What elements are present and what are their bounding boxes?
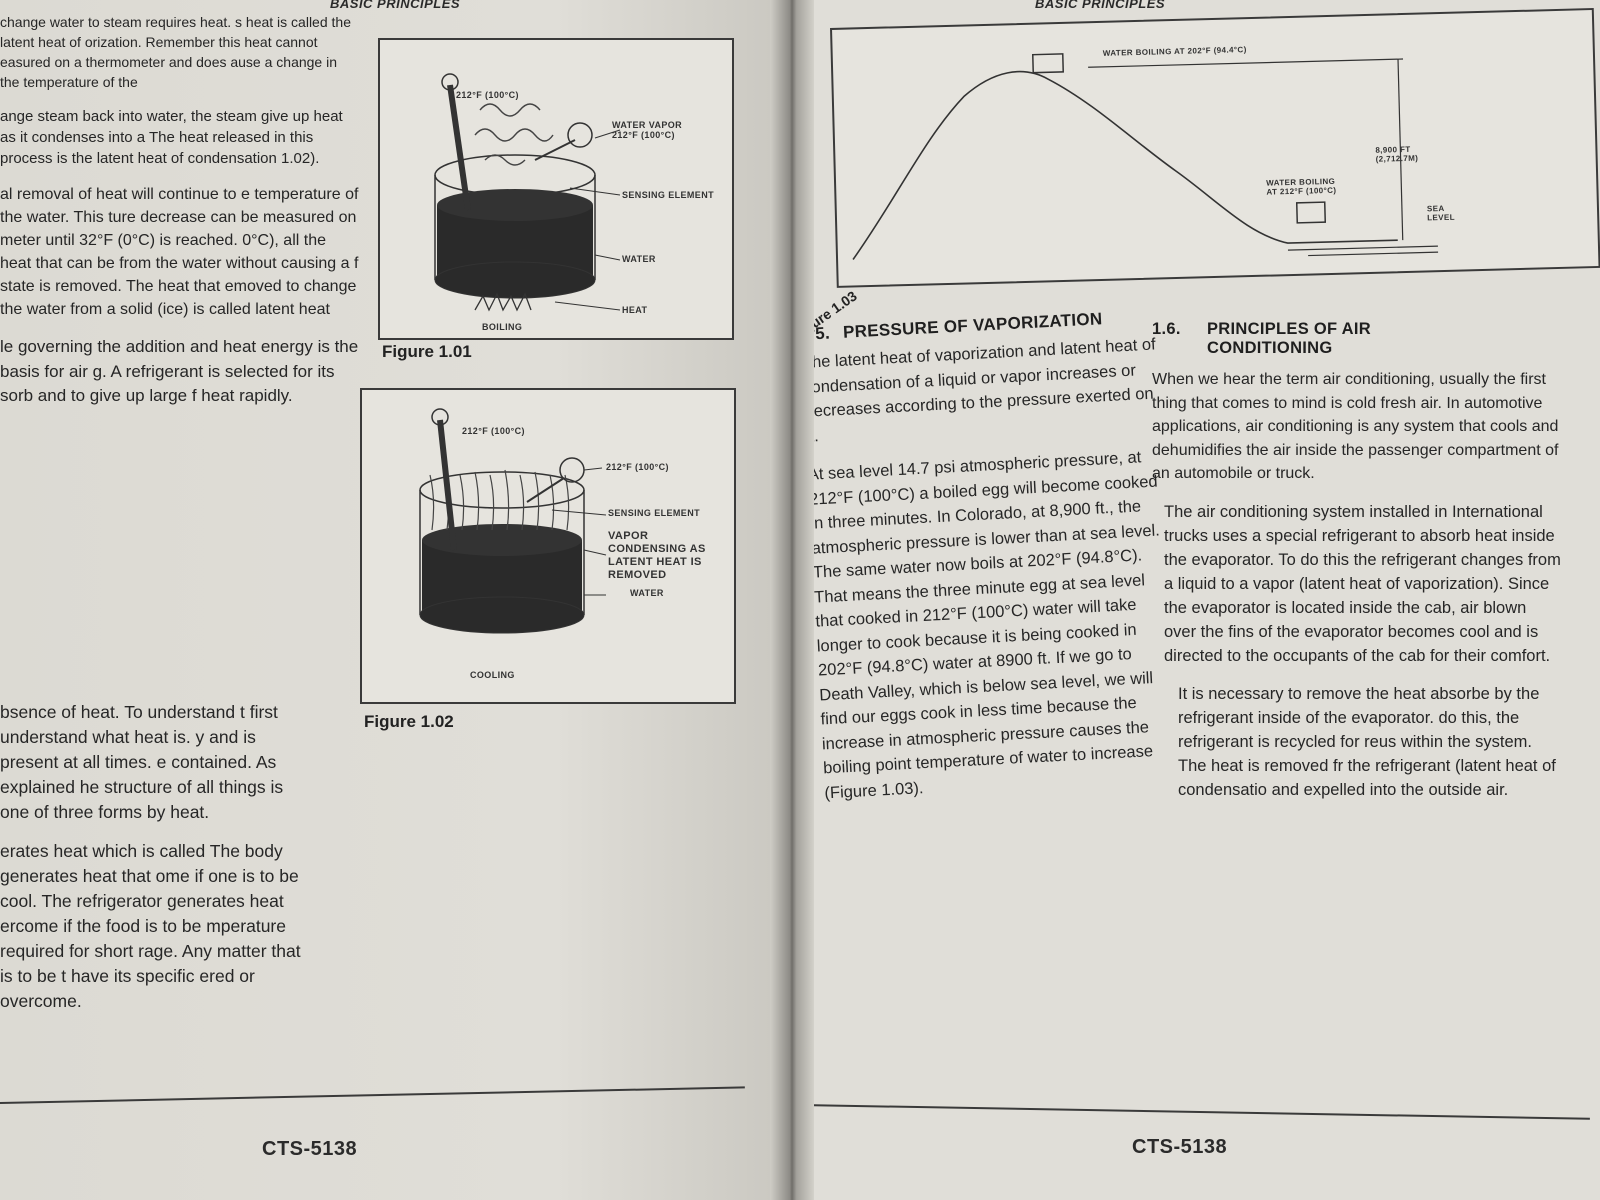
left-page: BASIC PRINCIPLES change water to steam r… [0,0,792,1200]
figure-1-03-box: WATER BOILING AT 202°F (94.4°C) 8,900 FT… [830,8,1600,288]
figure-1-01-caption: Figure 1.01 [382,342,472,361]
section-1-5-paragraph-1: The latent heat of vaporization and late… [801,335,1157,445]
right-page: BASIC PRINCIPLES WATER BOILING AT 202°F … [801,0,1600,1200]
fig1-boiling-label: BOILING [482,322,523,332]
figure-1-01-box: 212°F (100°C) WATER VAPOR 212°F (100°C) … [378,38,734,340]
fig3-sea-label: SEA LEVEL [1426,203,1456,223]
footer-rule-right [814,1104,1590,1120]
fig2-cooling-label: COOLING [470,670,515,680]
fig1-sensing-label: SENSING ELEMENT [622,190,715,200]
section-1-5-paragraph-2: At sea level 14.7 psi atmospheric pressu… [807,448,1161,802]
section-1-6-paragraph-1: When we hear the term air conditioning, … [1152,371,1559,482]
left-paragraph-2: ange steam back into water, the steam gi… [0,108,343,167]
left-paragraph-6: erates heat which is called The body gen… [0,841,301,1011]
section-1-6-paragraph-2: The air conditioning system installed in… [1164,502,1561,665]
figure-1-02-box: 212°F (100°C) 212°F (100°C) SENSING ELEM… [360,388,736,704]
section-1-6-title-line-2: CONDITIONING [1207,339,1333,357]
section-1-6: 1.6. PRINCIPLES OF AIR CONDITIONING When… [1152,320,1572,816]
book-gutter [770,0,814,1200]
section-1-6-title-line-1: PRINCIPLES OF AIR [1207,320,1372,338]
cooling-illustration [419,408,607,634]
section-1-5: 1.5. PRESSURE OF VAPORIZATION The latent… [801,306,1195,820]
fig1-thermometer-label: 212°F (100°C) [456,90,519,100]
section-1-6-body: When we hear the term air conditioning, … [1152,368,1562,802]
fig3-low-label: WATER BOILING AT 212°F (100°C) [1266,176,1337,197]
boiling-illustration [434,73,621,312]
section-1-6-number: 1.6. [1152,320,1181,338]
fig1-vapor-label: WATER VAPOR 212°F (100°C) [612,120,683,140]
fig2-water-label: WATER [630,588,664,598]
left-paragraph-3: al removal of heat will continue to e te… [0,186,359,318]
left-paragraph-5: bsence of heat. To understand t first un… [0,702,284,822]
running-head-left: BASIC PRINCIPLES [330,0,461,11]
left-paragraph-1: change water to steam requires heat. s h… [0,14,351,90]
left-paragraph-4: le governing the addition and heat energ… [0,337,359,405]
section-1-6-heading: 1.6. PRINCIPLES OF AIR CONDITIONING [1152,320,1572,358]
fig1-water-label: WATER [622,254,656,264]
left-text-column-bottom: bsence of heat. To understand t first un… [0,700,310,1028]
fig2-vapor-label: VAPOR CONDENSING AS LATENT HEAT IS REMOV… [608,530,706,581]
footer-left: CTS-5138 [262,1138,358,1160]
fig2-gauge-label: 212°F (100°C) [606,462,669,472]
footer-right: CTS-5138 [1132,1136,1228,1158]
fig3-height-label: 8,900 FT (2,712.7M) [1375,144,1419,164]
figure-1-02-caption: Figure 1.02 [364,712,454,731]
altitude-illustration [852,53,1439,260]
fig2-thermometer-label: 212°F (100°C) [462,426,525,436]
footer-rule-left [0,1086,745,1104]
left-text-column-top: change water to steam requires heat. s h… [0,12,360,423]
fig2-sensing-label: SENSING ELEMENT [608,508,701,518]
running-head-right: BASIC PRINCIPLES [1035,0,1166,11]
fig1-heat-label: HEAT [622,305,648,315]
section-1-6-paragraph-3: It is necessary to remove the heat absor… [1178,684,1556,799]
section-1-5-body: The latent heat of vaporization and late… [801,332,1185,805]
